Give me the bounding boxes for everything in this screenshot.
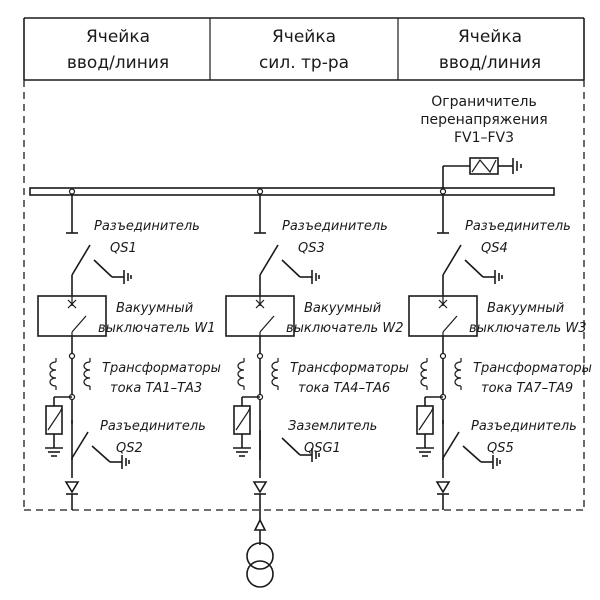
disconnector-top-name: Разъединитель <box>465 219 571 234</box>
current-transformer-icon <box>454 358 462 390</box>
ct-name: Трансформаторы <box>473 361 592 376</box>
bottom-element-name: Заземлитель <box>288 419 377 434</box>
vacuum-breaker-icon <box>225 295 295 337</box>
bottom-element-name: Разъединитель <box>100 419 206 434</box>
header-cell-3-line2: ввод/линия <box>439 53 541 73</box>
disconnector-top-code: QS1 <box>110 241 137 256</box>
header-table: Ячейка ввод/линия Ячейка сил. тр-ра Ячей… <box>23 17 585 81</box>
disconnector-icon <box>71 420 130 478</box>
earthing-blade-icon <box>281 259 320 284</box>
breaker-code: выключатель W3 <box>469 321 586 336</box>
current-transformer-icon <box>237 358 245 390</box>
surge-arrester-icon <box>233 405 251 457</box>
surge-arrester-icon <box>45 405 63 457</box>
earthing-blade-icon <box>93 259 132 284</box>
disconnector-icon <box>66 195 132 296</box>
arrester-label-2: перенапряжения <box>420 112 547 128</box>
current-transformer-icon <box>271 358 279 390</box>
bottom-element-code: QS2 <box>116 441 143 456</box>
arrester-label-3: FV1–FV3 <box>454 130 514 146</box>
vacuum-breaker-icon <box>37 295 107 337</box>
header-cell-2-line1: Ячейка <box>272 27 336 47</box>
header-cell-3-line1: Ячейка <box>458 27 522 47</box>
disconnector-top-code: QS4 <box>481 241 508 256</box>
header-cell-1-line1: Ячейка <box>86 27 150 47</box>
cable-termination-icon <box>64 481 80 495</box>
breaker-name: Вакуумный <box>116 301 193 316</box>
breaker-code: выключатель W1 <box>98 321 215 336</box>
current-transformer-icon <box>83 358 91 390</box>
disconnector-icon <box>254 195 320 296</box>
vacuum-breaker-icon <box>408 295 478 337</box>
ct-code: тока ТА4–ТА6 <box>298 381 390 396</box>
header-cell-2-line2: сил. тр-ра <box>259 53 349 73</box>
ct-code: тока ТА7–ТА9 <box>481 381 573 396</box>
disconnector-top-name: Разъединитель <box>282 219 388 234</box>
disconnector-top-name: Разъединитель <box>94 219 200 234</box>
cable-termination-icon <box>435 481 451 495</box>
disconnector-icon <box>437 195 503 296</box>
disconnector-icon <box>442 420 501 478</box>
current-transformer-icon <box>420 358 428 390</box>
disconnector-top-code: QS3 <box>298 241 325 256</box>
breaker-name: Вакуумный <box>304 301 381 316</box>
breaker-name: Вакуумный <box>487 301 564 316</box>
bottom-element-code: QSG1 <box>304 441 341 456</box>
cable-termination-icon <box>252 481 268 495</box>
surge-arrester-icon <box>442 157 522 192</box>
bottom-element-name: Разъединитель <box>471 419 577 434</box>
breaker-code: выключатель W2 <box>286 321 403 336</box>
ct-name: Трансформаторы <box>290 361 409 376</box>
busbar <box>29 187 555 196</box>
header-cell-1-line2: ввод/линия <box>67 53 169 73</box>
surge-arrester-group: Ограничитель перенапряжения FV1–FV3 <box>420 94 548 192</box>
current-transformer-icon <box>49 358 57 390</box>
earthing-switch-icon <box>259 430 320 478</box>
earthing-blade-icon <box>464 259 503 284</box>
ct-code: тока ТА1–ТА3 <box>110 381 202 396</box>
power-transformer-icon <box>246 510 274 588</box>
surge-arrester-icon <box>416 405 434 457</box>
bottom-element-code: QS5 <box>487 441 514 456</box>
ct-name: Трансформаторы <box>102 361 221 376</box>
arrester-label-1: Ограничитель <box>431 94 536 110</box>
